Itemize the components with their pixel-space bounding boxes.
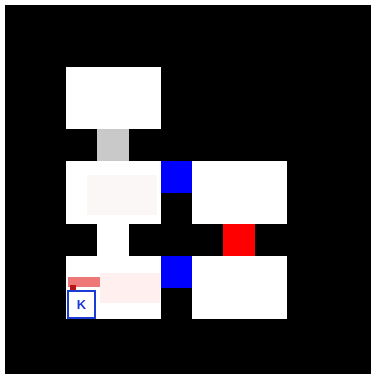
room-middle-right [192, 161, 287, 224]
dungeon-map: K [5, 5, 371, 374]
room-top [66, 67, 161, 129]
corridor-top-explored [97, 129, 129, 161]
blue-door-upper [161, 161, 192, 193]
room-middle-left [66, 161, 161, 224]
room-bottom-right [192, 256, 287, 319]
red-door [223, 224, 255, 256]
blue-door-lower [161, 256, 192, 288]
key-icon: K [67, 290, 96, 319]
corridor-left-vertical [97, 224, 129, 256]
